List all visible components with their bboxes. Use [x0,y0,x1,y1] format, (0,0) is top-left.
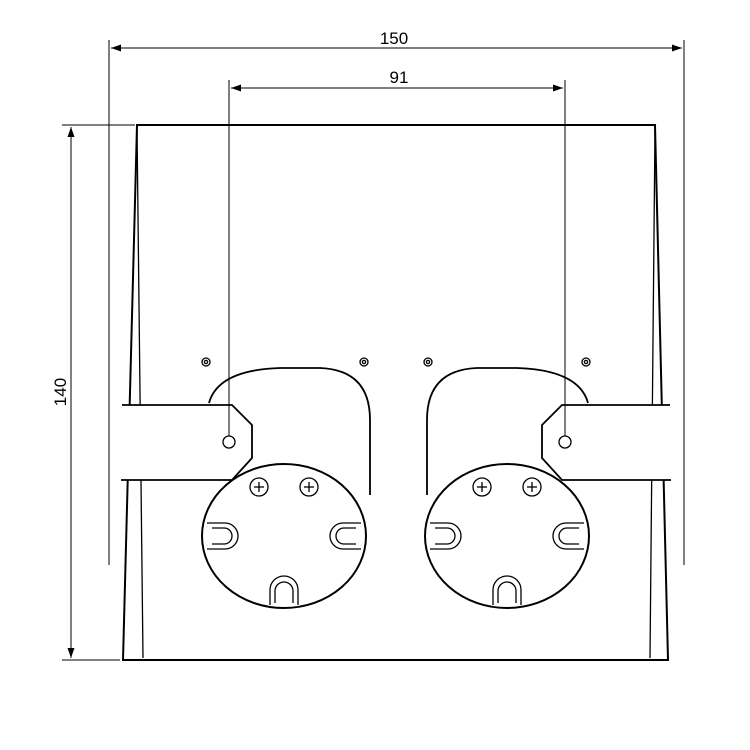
right-mount-assembly [424,367,671,609]
left-cap-slots [207,522,361,605]
right-motor-body [426,367,589,495]
dimension-spacing [228,80,566,436]
housing-inner-right-line [649,127,656,659]
dimension-height [62,124,135,661]
left-motor-body [208,367,371,495]
right-cap-screws [472,477,542,497]
left-cap-screws [249,477,319,497]
right-cap-slots [430,522,584,605]
dimension-spacing-label: 91 [390,68,409,87]
housing-inner-left-line [136,127,144,659]
dimension-overall-width [108,40,685,565]
left-mount-arm [121,404,253,481]
right-mount-arm [541,404,671,481]
housing-outline [121,124,670,661]
right-motor-cap [424,463,590,609]
housing-screws [201,357,591,367]
dimension-height-label: 140 [51,378,70,406]
dimension-overall-width-label: 150 [380,29,408,48]
left-mount-assembly [121,367,371,609]
left-motor-cap [201,463,367,609]
